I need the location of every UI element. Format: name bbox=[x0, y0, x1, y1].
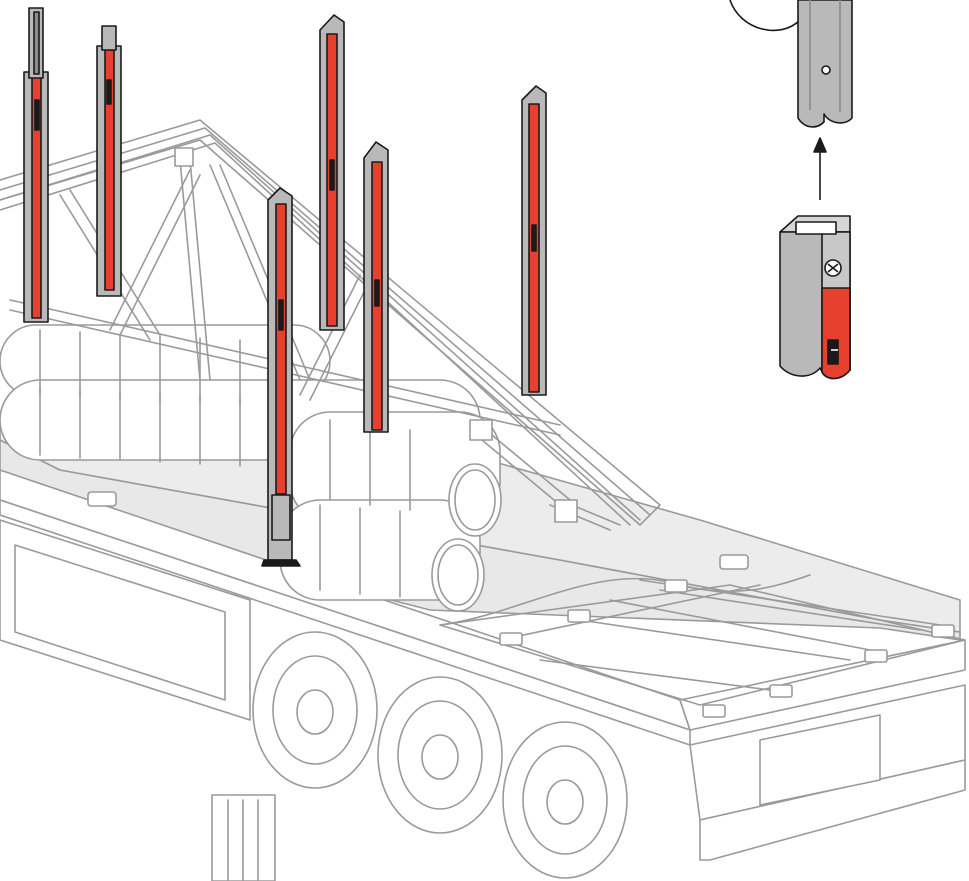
stake-1 bbox=[23, 7, 49, 323]
stake-5 bbox=[363, 141, 389, 433]
landing-leg-inner bbox=[227, 799, 259, 881]
deck-frame-cross-1 bbox=[499, 584, 761, 641]
deck-frame-cross-2 bbox=[579, 619, 851, 661]
wheel-3 bbox=[502, 721, 628, 879]
socket-icon bbox=[779, 215, 851, 380]
stake-3 bbox=[319, 14, 345, 331]
arrow-up-icon bbox=[813, 137, 827, 200]
deck-cut-curve bbox=[439, 574, 811, 626]
roof-truss-bundle bbox=[0, 119, 661, 531]
callout-leader bbox=[729, 0, 801, 32]
stake-6 bbox=[261, 187, 301, 567]
deck-frame-cross-3 bbox=[609, 599, 871, 651]
wheel-1 bbox=[252, 631, 378, 789]
rear-bumper bbox=[699, 759, 966, 861]
side-skirt bbox=[0, 519, 251, 721]
side-skirt-panel bbox=[14, 544, 226, 701]
rear-bumper-plate bbox=[759, 714, 881, 806]
wheel-2 bbox=[377, 676, 503, 834]
detail-stake-section bbox=[797, 0, 853, 128]
deck-frame-cross-4 bbox=[659, 589, 921, 631]
deck-frame-outline bbox=[439, 584, 966, 706]
stake-pockets bbox=[87, 491, 955, 718]
stake-4 bbox=[521, 85, 547, 396]
flatbed-trailer bbox=[0, 119, 966, 881]
stake-2 bbox=[96, 25, 122, 297]
deck-frame-cross-5 bbox=[539, 659, 771, 691]
stake-detail-callout bbox=[729, 0, 853, 380]
